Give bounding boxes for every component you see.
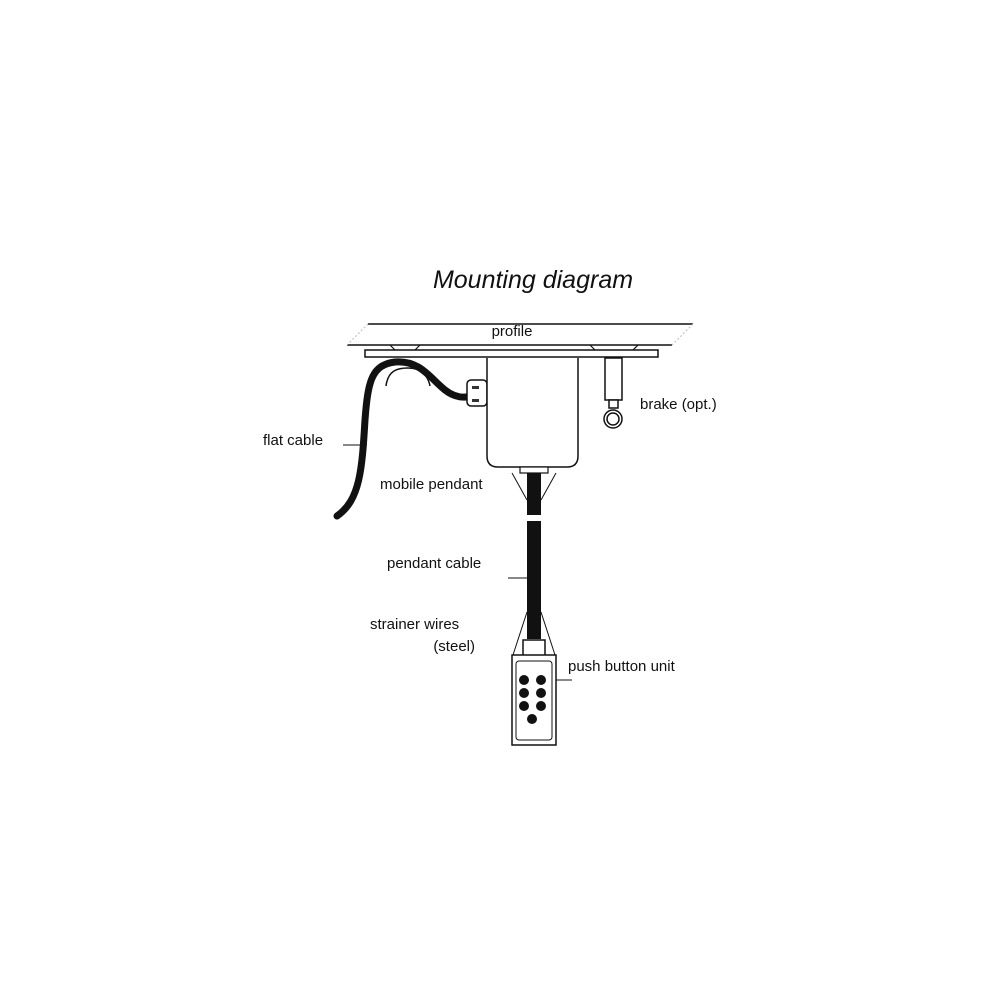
cable-gland xyxy=(466,379,488,407)
profile-rail xyxy=(346,323,694,358)
label-profile: profile xyxy=(492,323,533,340)
pendant-mount xyxy=(519,466,549,474)
label-flat-cable: flat cable xyxy=(263,432,323,449)
pendant-cable xyxy=(527,473,541,639)
push-button xyxy=(519,701,529,711)
label-strainer-wires: strainer wires xyxy=(370,616,459,633)
push-button xyxy=(527,714,537,724)
push-button-unit xyxy=(511,639,557,746)
diagram-title: Mounting diagram xyxy=(433,266,633,294)
label-pendant-cable: pendant cable xyxy=(387,555,481,572)
label-mobile-pendant: mobile pendant xyxy=(380,476,483,493)
flat-cable xyxy=(333,358,476,520)
push-button xyxy=(536,675,546,685)
push-buttons xyxy=(519,675,546,724)
push-button xyxy=(519,675,529,685)
push-button xyxy=(519,688,529,698)
label-strainer-wires-note: (steel) xyxy=(433,638,475,655)
push-button xyxy=(536,701,546,711)
push-button xyxy=(536,688,546,698)
trolley-motor-unit xyxy=(486,358,579,468)
label-push-button-unit: push button unit xyxy=(568,658,676,675)
mount-wires xyxy=(511,472,557,501)
label-brake: brake (opt.) xyxy=(640,396,717,413)
brake xyxy=(603,357,623,429)
strainer-wires xyxy=(512,611,556,656)
